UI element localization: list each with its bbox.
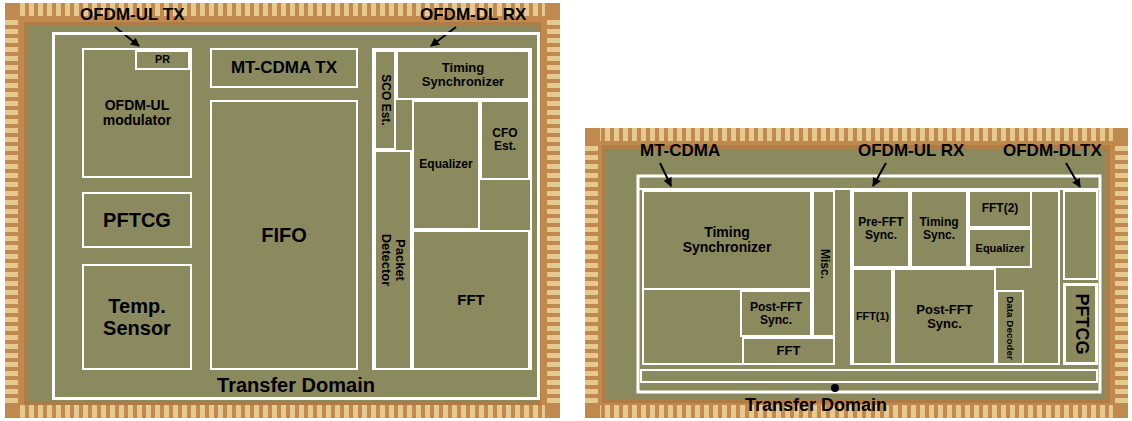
block-label: OFDM-UL modulator: [86, 98, 188, 129]
die-region: FFT: [412, 230, 530, 370]
die-region: FFT(2): [968, 190, 1032, 228]
block-label: CFO Est.: [484, 127, 526, 153]
block-label: Timing Synchronizer: [400, 61, 526, 90]
block-label: Equalizer: [972, 242, 1028, 254]
die-region: Packet Detector: [374, 150, 412, 370]
block-label: SCO Est.: [378, 54, 391, 146]
block-label: FFT(1): [856, 311, 889, 323]
die-region: FFT: [742, 337, 835, 365]
block-label: Packet Detector: [379, 215, 408, 305]
die-region: SCO Est.: [374, 50, 396, 150]
die-region: MT-CDMA TX: [210, 48, 358, 88]
die-region: FIFO: [210, 100, 358, 370]
die-region: Post-FFT Sync.: [740, 290, 812, 337]
right-die: [585, 128, 1128, 418]
die-region: Temp. Sensor: [82, 264, 192, 370]
block-label: Pre-FFT Sync.: [856, 216, 906, 242]
die-region: Equalizer: [968, 228, 1032, 268]
die-region: Pre-FFT Sync.: [852, 190, 910, 268]
block-label: Equalizer: [416, 158, 476, 171]
region-heading: OFDM-UL RX: [858, 142, 964, 161]
block-label: FFT(2): [972, 202, 1028, 215]
die-region: OFDM-UL RXPre-FFT Sync.Timing Sync.FFT(2…: [850, 190, 1060, 365]
die-region: Data Decoder: [996, 290, 1024, 365]
die-region: FFT(1): [852, 268, 893, 365]
region-heading: OFDM-DLTX: [1003, 142, 1102, 161]
die-region: OFDM-DL RXSCO Est.Timing SynchronizerEqu…: [372, 48, 532, 370]
block-label: PR: [139, 54, 186, 66]
block-label: Post-FFT Sync.: [744, 300, 808, 326]
die-region: Post-FFT Sync.: [893, 268, 996, 365]
block-label: PFTCG: [86, 209, 188, 231]
leader-arrows: [115, 27, 1080, 187]
block-label: Post-FFT Sync.: [909, 302, 981, 331]
block-label: Temp. Sensor: [86, 295, 188, 339]
block-label: FFT: [416, 292, 526, 309]
die-region: CFO Est.: [480, 100, 530, 180]
region-heading: OFDM-DL RX: [420, 6, 526, 25]
die-region: Misc.: [812, 190, 835, 337]
die-region: Transfer Domain: [640, 369, 1098, 383]
die-region: Equalizer: [412, 100, 480, 230]
left-die: [5, 3, 560, 418]
die-region: Transfer Domain OFDM-UL modulator PR MT-CDM…: [52, 32, 540, 400]
block-label: FFT: [746, 344, 831, 358]
block-label: Transfer Domain: [217, 374, 375, 396]
region-heading: Transfer Domain: [745, 396, 887, 416]
die-region: OFDM-DLTX: [1063, 190, 1098, 280]
die-region: MT-CDMATiming SynchronizerPost-FFT Sync.…: [642, 190, 835, 365]
block-label: Timing Sync.: [914, 216, 964, 242]
block-label: MT-CDMA TX: [214, 59, 354, 78]
die-region: PR: [135, 50, 190, 70]
block-label: PFTCG: [1071, 288, 1091, 360]
die-region: OFDM-UL modulator PR: [82, 48, 192, 178]
die-region: Timing Sync.: [910, 190, 968, 268]
die-region: Timing Synchronizer: [396, 50, 530, 100]
block-label: Data Decoder: [1005, 294, 1016, 361]
die-region: Timing Synchronizer: [642, 190, 812, 290]
region-heading: MT-CDMA: [640, 142, 720, 161]
block-callout: OFDM-UL TX: [80, 6, 185, 25]
block-label: Timing Synchronizer: [672, 225, 782, 256]
block-label: Misc.: [817, 194, 830, 333]
block-label: FIFO: [214, 224, 354, 246]
die-region: PFTCG: [82, 192, 192, 248]
leader-dot: [831, 384, 839, 392]
die-region: PFTCG: [1063, 283, 1098, 365]
